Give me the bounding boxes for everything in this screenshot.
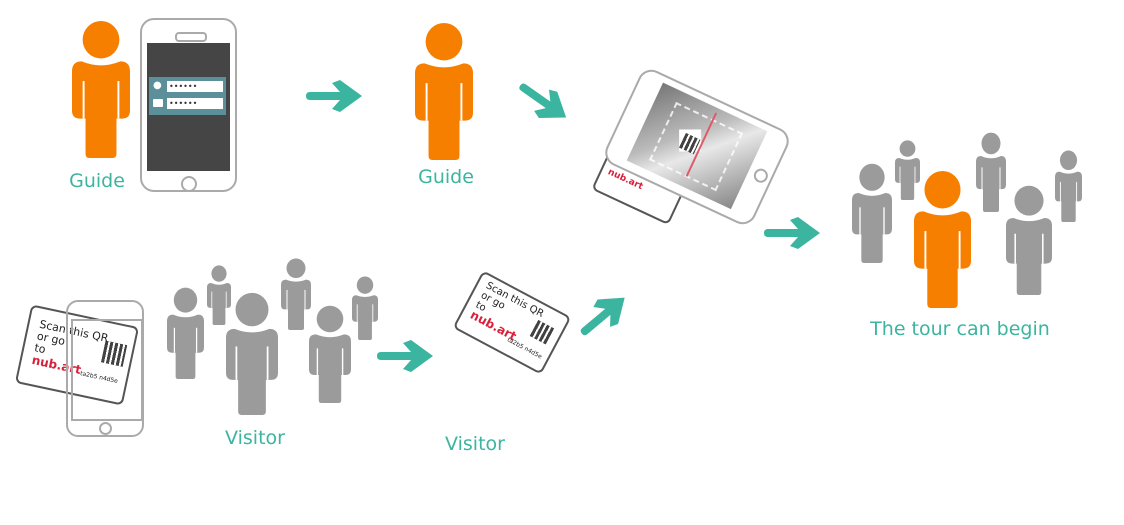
- visitor-figure: [207, 265, 231, 325]
- visitor-figure: [352, 276, 378, 340]
- lock-icon: [153, 99, 163, 107]
- arrow-right-icon: [377, 338, 435, 374]
- guide-figure: [415, 22, 473, 160]
- home-button-icon: [751, 166, 771, 185]
- visitor-figure: [895, 140, 920, 200]
- visitor-figure: [976, 132, 1006, 212]
- guide-figure: [72, 20, 130, 158]
- phone-login-illustration: ● •••••• ••••••: [140, 18, 237, 192]
- visitor-figure: [852, 163, 892, 263]
- scan-frame: [649, 101, 744, 192]
- guide-figure: [914, 170, 971, 308]
- visitor-figure: [281, 258, 311, 330]
- visitor-figure: [309, 305, 351, 403]
- visitor-label: Visitor: [445, 433, 505, 455]
- arrow-up-right-icon: [570, 283, 638, 348]
- login-form: ● •••••• ••••••: [149, 77, 226, 115]
- visitor-label: Visitor: [225, 427, 285, 449]
- tour-begin-label: The tour can begin: [870, 318, 1050, 340]
- home-button-icon: [99, 422, 112, 435]
- guide-label: Guide: [418, 166, 474, 188]
- visitor-figure: [1006, 185, 1052, 295]
- user-icon: ●: [153, 80, 162, 91]
- ticket-card: Scan this QR or go to nub.art ta2b5 n4d5…: [452, 270, 572, 375]
- phone-screen: ● •••••• ••••••: [147, 43, 230, 171]
- username-field[interactable]: ••••••: [167, 81, 223, 92]
- visitor-figure: [1055, 150, 1082, 222]
- phone-outline: [66, 300, 144, 437]
- guide-label: Guide: [69, 170, 125, 192]
- home-button-icon: [181, 176, 197, 192]
- visitor-figure: [167, 287, 204, 379]
- password-field[interactable]: ••••••: [167, 98, 223, 109]
- arrow-right-icon: [306, 78, 364, 114]
- visitor-figure: [226, 292, 278, 415]
- arrow-right-icon: [764, 215, 822, 251]
- arrow-down-right-icon: [510, 71, 578, 134]
